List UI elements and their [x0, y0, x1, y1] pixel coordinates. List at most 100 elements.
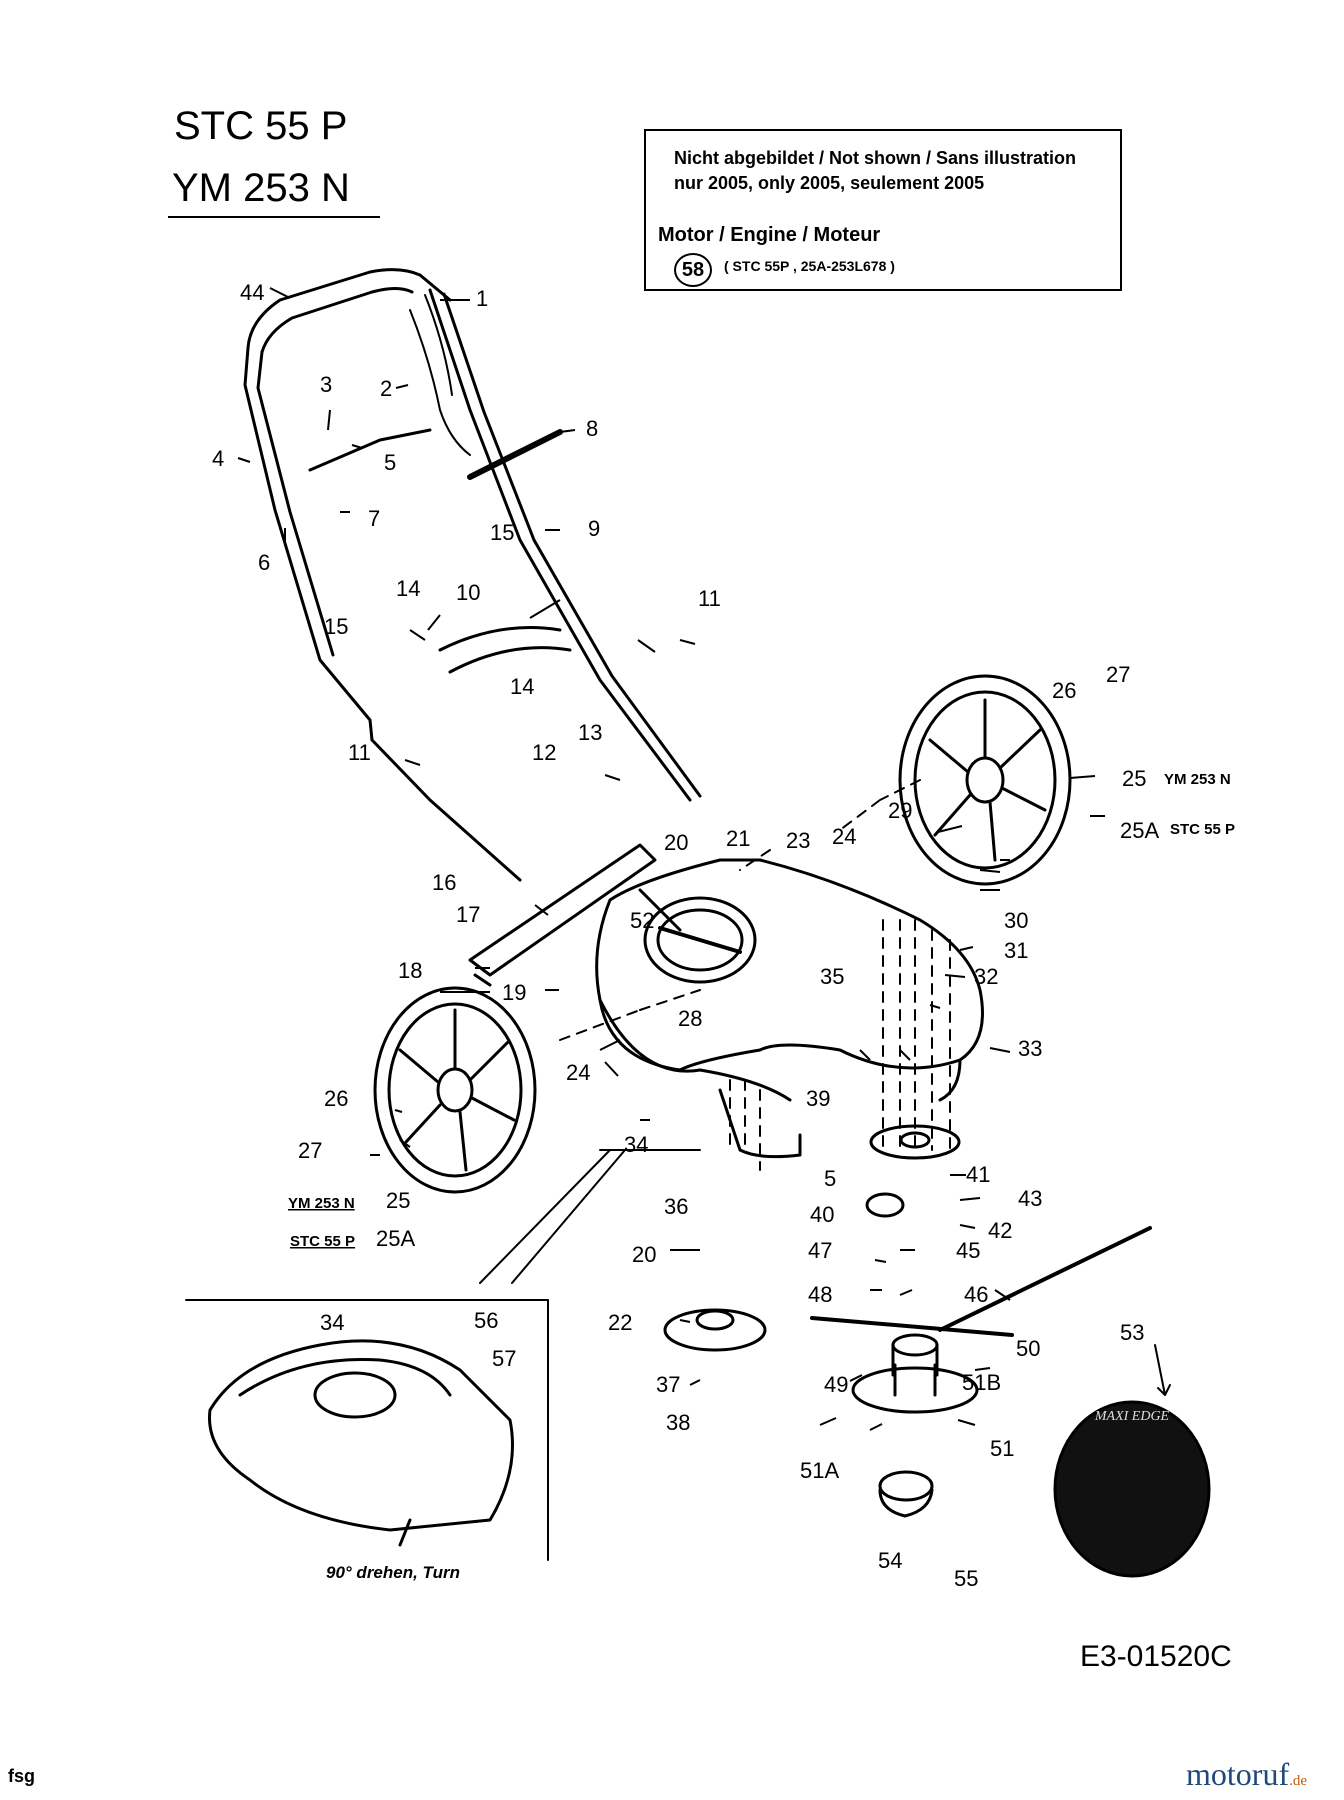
part-label: 34 [624, 1132, 648, 1157]
part-label: 51B [962, 1370, 1001, 1395]
part-label: 51 [990, 1436, 1014, 1461]
part-label: 33 [1018, 1036, 1042, 1061]
part-label: 37 [656, 1372, 680, 1397]
part-label: 19 [502, 980, 526, 1005]
part-label: 38 [666, 1410, 690, 1435]
part-label: 57 [492, 1346, 516, 1371]
part-labels: 1 2 3 4 5 6 7 8 9 10 11 11 12 13 14 14 1… [212, 280, 1159, 1591]
note-year: nur 2005, only 2005, seulement 2005 [674, 173, 985, 193]
control-cable [409, 309, 471, 456]
part-label: 52 [630, 908, 654, 933]
part-label: 12 [532, 740, 556, 765]
part-label: 29 [888, 798, 912, 823]
variant-ym-part: 25 [386, 1188, 410, 1213]
part-label: 56 [474, 1308, 498, 1333]
part-label: 4 [212, 446, 224, 471]
inset-caption: 90° drehen, Turn [326, 1563, 460, 1582]
part-label: 34 [320, 1310, 344, 1335]
part-label: 28 [678, 1006, 702, 1031]
model-title-ym: YM 253 N [172, 166, 350, 210]
part-label: 55 [954, 1566, 978, 1591]
part-label: 31 [1004, 938, 1028, 963]
part-label: 40 [810, 1202, 834, 1227]
part-label: 15 [490, 520, 514, 545]
inset-guard [208, 1339, 514, 1547]
part-label: 53 [1120, 1320, 1144, 1345]
upper-handle [243, 346, 374, 742]
trimmer-head [851, 1333, 979, 1414]
part-label: 23 [786, 828, 810, 853]
part-label: 50 [1016, 1336, 1040, 1361]
title-underline [168, 216, 380, 218]
part-label: 43 [1018, 1186, 1042, 1211]
part-label: 13 [578, 720, 602, 745]
engine-detail: ( STC 55P , 25A-253L678 ) [724, 258, 895, 274]
handle-rod [467, 429, 563, 480]
part-label: 27 [298, 1138, 322, 1163]
bearing-plate [869, 1124, 961, 1160]
part-label: 49 [824, 1372, 848, 1397]
engine-part-number: 58 [674, 253, 712, 287]
part-label: 26 [324, 1086, 348, 1111]
part-label: 24 [832, 824, 856, 849]
trimmer-line [810, 1316, 1014, 1337]
part-label: 5 [824, 1166, 836, 1191]
line-spool [1053, 1400, 1211, 1578]
variant-stc-25a: STC 55 P [1170, 821, 1235, 838]
part-label: 1 [476, 286, 488, 311]
part-label: 5 [384, 450, 396, 475]
part-label: 3 [320, 372, 332, 397]
brand-logo: motoruf.de [1186, 1756, 1307, 1793]
part-label: 51A [800, 1458, 839, 1483]
footer-left-mark: fsg [8, 1766, 35, 1786]
part-label: 30 [1004, 908, 1028, 933]
note-not-shown: Nicht abgebildet / Not shown / Sans illu… [674, 148, 1077, 168]
part-label: 17 [456, 902, 480, 927]
bearing [865, 1192, 905, 1218]
part-label: 46 [964, 1282, 988, 1307]
variant-stc: STC 55 P [290, 1233, 355, 1250]
part-label: 45 [956, 1238, 980, 1263]
variant-ym: YM 253 N [288, 1195, 355, 1212]
part-label: 7 [368, 506, 380, 531]
part-label: 44 [240, 280, 264, 305]
part-label: 11 [348, 740, 371, 765]
front-shield [468, 843, 657, 977]
deck-opening [643, 896, 757, 984]
part-label: 25 [1122, 766, 1146, 791]
part-label: 21 [726, 826, 750, 851]
part-label: 47 [808, 1238, 832, 1263]
brand-name: motoruf [1186, 1756, 1290, 1792]
part-label: 54 [878, 1548, 902, 1573]
part-label: 25A [1120, 818, 1159, 843]
part-label: 15 [324, 614, 348, 639]
front-wheel [373, 986, 537, 1194]
part-label: 18 [398, 958, 422, 983]
inset-frame [185, 1299, 549, 1561]
part-label: 16 [432, 870, 456, 895]
part-label: 39 [806, 1086, 830, 1111]
part-label: 14 [510, 674, 534, 699]
note-engine-label: Motor / Engine / Moteur [658, 224, 881, 246]
part-label: 20 [664, 830, 688, 855]
part-label: 11 [698, 586, 721, 611]
part-label: 20 [632, 1242, 656, 1267]
note-box: Nicht abgebildet / Not shown / Sans illu… [644, 129, 1122, 291]
variant-ym-25: YM 253 N [1164, 771, 1231, 788]
part-label: 8 [586, 416, 598, 441]
part-label: 36 [664, 1194, 688, 1219]
part-label: 42 [988, 1218, 1012, 1243]
cutting-guard [718, 1088, 802, 1159]
part-label: 32 [974, 964, 998, 989]
drawing-code: E3-01520C [1080, 1640, 1232, 1673]
rear-wheel [898, 674, 1072, 886]
trimmer-line-rod [938, 1226, 1152, 1332]
part-label: 9 [588, 516, 600, 541]
part-label: 41 [966, 1162, 990, 1187]
spool-label: MAXI EDGE [1094, 1409, 1170, 1424]
part-label: 22 [608, 1310, 632, 1335]
spool-cap [878, 1488, 934, 1518]
part-label: 35 [820, 964, 844, 989]
part-label: 26 [1052, 678, 1076, 703]
